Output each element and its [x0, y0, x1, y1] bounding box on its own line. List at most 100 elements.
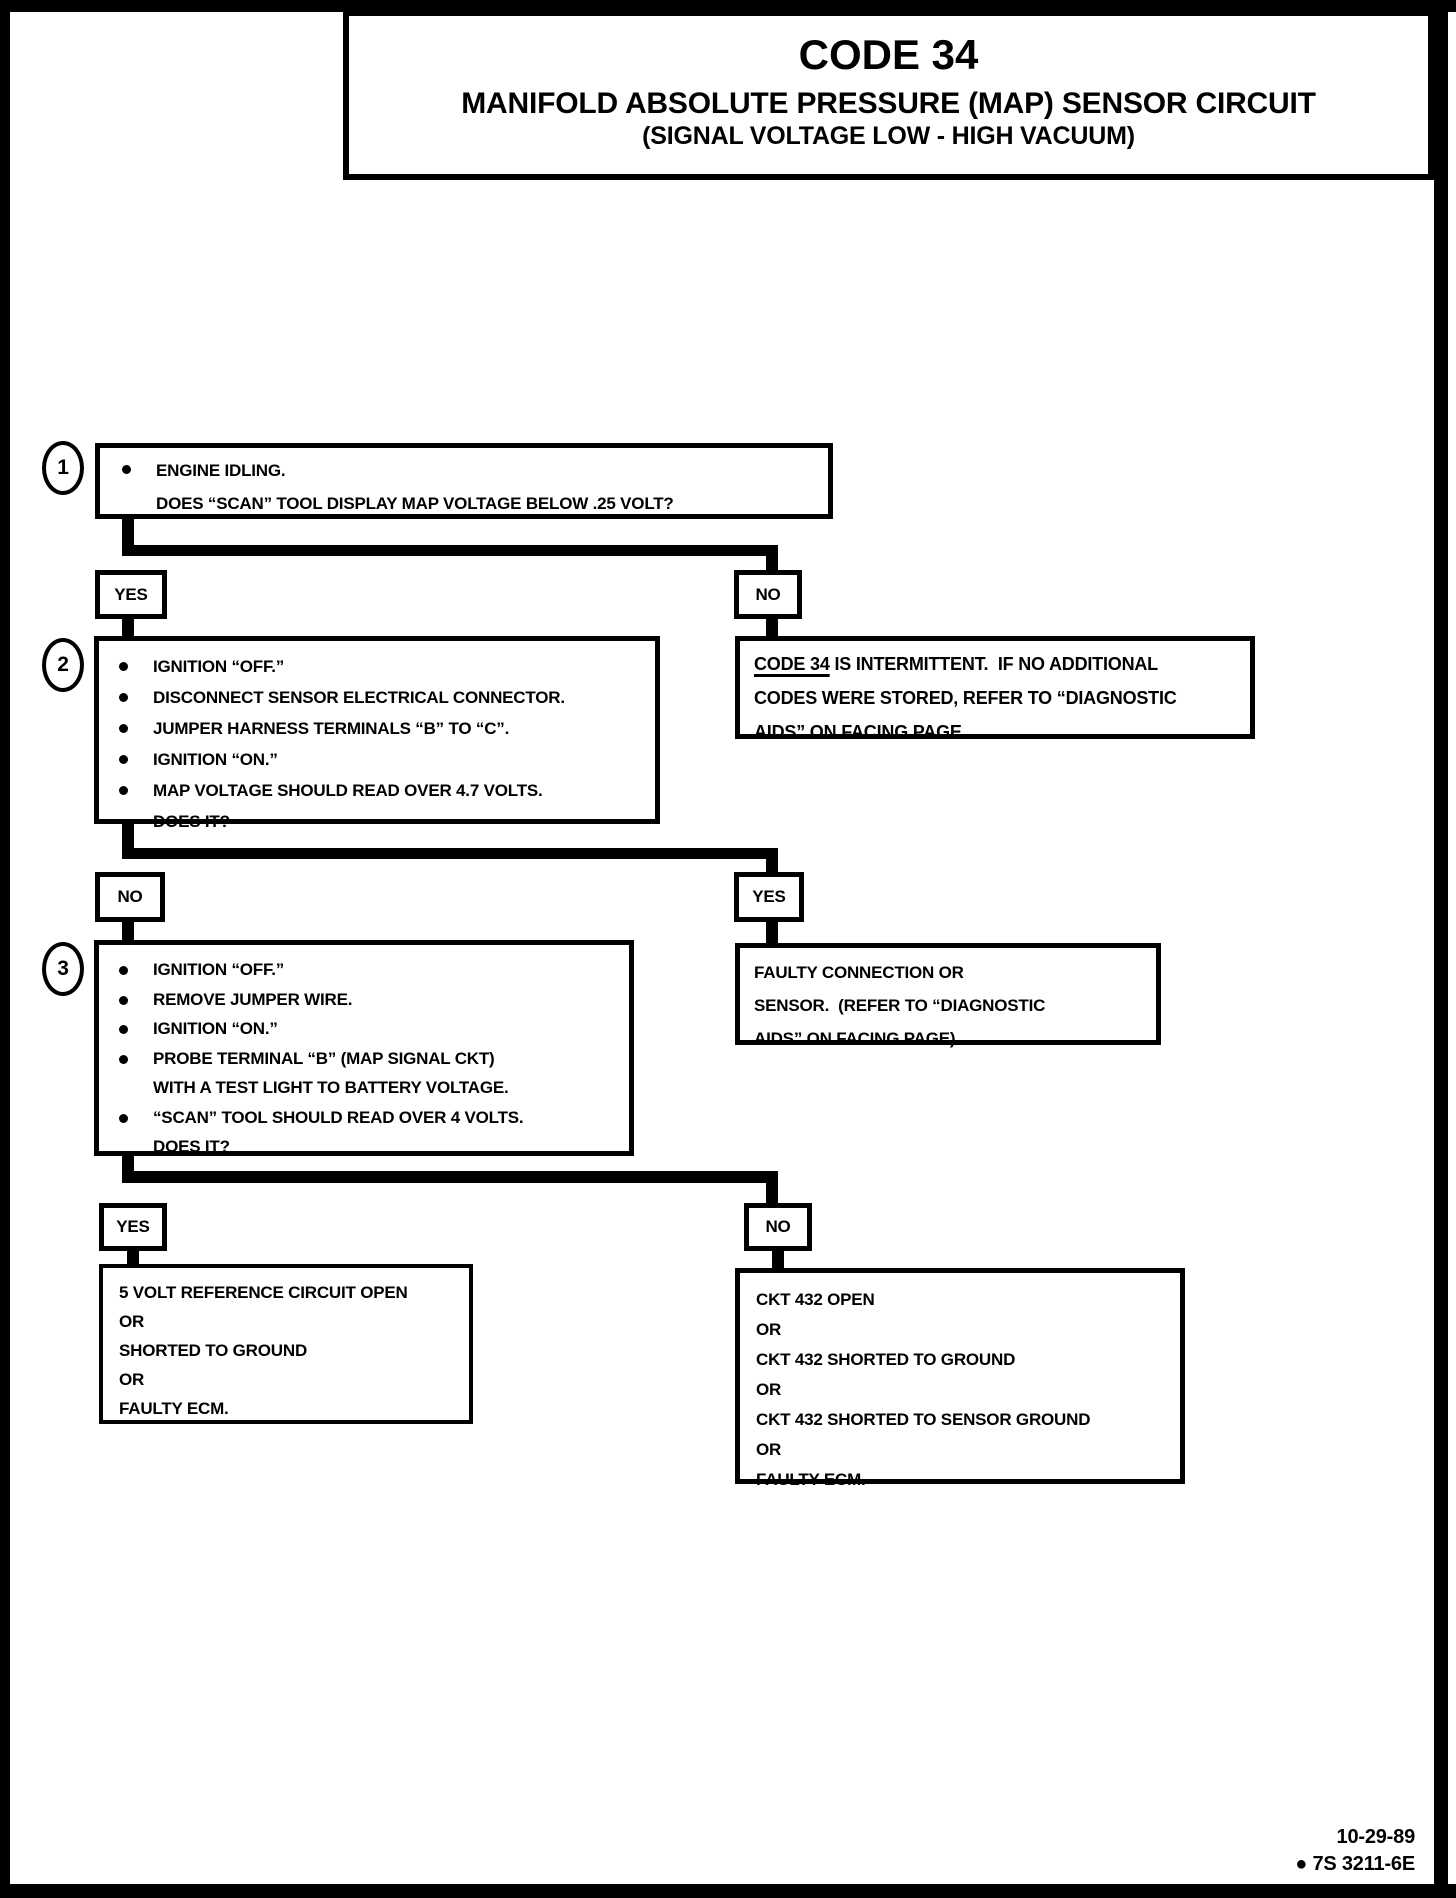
connector-step2-drop	[122, 822, 134, 850]
branch2-no-text: NO	[117, 887, 143, 906]
intermittent-line-text: IS INTERMITTENT. IF NO ADDITIONAL	[829, 654, 1158, 674]
step3-line: IGNITION “ON.”	[117, 1014, 629, 1044]
step1-line-text: ENGINE IDLING.	[156, 461, 286, 480]
intermittent-line-text: AIDS” ON FACING PAGE.	[754, 722, 967, 742]
page-subtitle-2: (SIGNAL VOLTAGE LOW - HIGH VACUUM)	[642, 122, 1135, 150]
branch1-no-text: NO	[755, 584, 781, 604]
branch2-no-label: NO	[95, 872, 165, 922]
footer-ref: 7S 3211-6E	[1312, 1853, 1415, 1875]
step3-line-text: DOES IT?	[153, 1137, 230, 1156]
step2-line: MAP VOLTAGE SHOULD READ OVER 4.7 VOLTS.	[117, 775, 655, 806]
result-line-text: FAULTY ECM.	[119, 1399, 229, 1418]
result-line-text: OR	[756, 1440, 782, 1459]
result-line-text: CKT 432 SHORTED TO GROUND	[756, 1350, 1016, 1369]
step3-line: “SCAN” TOOL SHOULD READ OVER 4 VOLTS.	[117, 1103, 629, 1133]
step2-line: JUMPER HARNESS TERMINALS “B” TO “C”.	[117, 713, 655, 744]
page-subtitle: MANIFOLD ABSOLUTE PRESSURE (MAP) SENSOR …	[461, 87, 1316, 120]
branch3-yes-label: YES	[99, 1203, 167, 1251]
bullet-icon	[119, 995, 128, 1005]
intermittent-line-text: CODES WERE STORED, REFER TO “DIAGNOSTIC	[754, 688, 1177, 708]
step3-line: WITH A TEST LIGHT TO BATTERY VOLTAGE.	[117, 1073, 629, 1103]
connector-step3-drop	[122, 1154, 134, 1173]
step3-line-text: IGNITION “OFF.”	[153, 960, 285, 979]
connector-branch2-right-drop	[766, 859, 778, 872]
intermittent-box: CODE 34 IS INTERMITTENT. IF NO ADDITIONA…	[735, 636, 1255, 742]
branch3-yes-text: YES	[116, 1217, 150, 1236]
step1-line-text: DOES “SCAN” TOOL DISPLAY MAP VOLTAGE BEL…	[156, 494, 674, 513]
page-border-top	[0, 0, 1456, 12]
connector-branch3-bar	[122, 1171, 778, 1183]
result-line-text: OR	[756, 1380, 782, 1399]
page-border-right	[1434, 0, 1448, 1898]
branch1-yes-label: YES	[95, 570, 167, 619]
step3-line-text: IGNITION “ON.”	[153, 1019, 278, 1038]
step3-line-text: WITH A TEST LIGHT TO BATTERY VOLTAGE.	[153, 1078, 509, 1097]
connector-no2-drop	[122, 922, 134, 940]
step2-number: 2	[57, 653, 69, 676]
result-line-text: CKT 432 OPEN	[756, 1290, 875, 1309]
step2-line-text: MAP VOLTAGE SHOULD READ OVER 4.7 VOLTS.	[153, 781, 543, 800]
step3-line-text: REMOVE JUMPER WIRE.	[153, 989, 353, 1009]
step1-circle: 1	[42, 441, 84, 495]
bullet-icon	[119, 662, 128, 671]
step1-number: 1	[57, 456, 69, 479]
bullet-icon	[119, 693, 128, 702]
connector-step1-drop	[122, 517, 134, 547]
faulty-connection-box: FAULTY CONNECTION OR SENSOR. (REFER TO “…	[735, 943, 1161, 1048]
connector-yes2-drop	[766, 922, 778, 943]
result-line-text: OR	[119, 1370, 145, 1389]
result-line-text: OR	[756, 1320, 782, 1339]
bullet-icon	[119, 724, 128, 733]
bullet-icon	[119, 1025, 128, 1034]
footer-ref-line: ● 7S 3211-6E	[1205, 1851, 1415, 1878]
step2-line: DOES IT?	[117, 806, 655, 837]
result-line-text: FAULTY ECM.	[756, 1470, 866, 1489]
branch1-no-label: NO	[734, 570, 802, 619]
result-line-text: SHORTED TO GROUND	[119, 1341, 308, 1360]
step2-line-text: JUMPER HARNESS TERMINALS “B” TO “C”.	[153, 719, 510, 738]
step2-line-text: DOES IT?	[153, 812, 230, 831]
step3-line-text: PROBE TERMINAL “B” (MAP SIGNAL CKT)	[153, 1048, 495, 1068]
step1-box: ENGINE IDLING. DOES “SCAN” TOOL DISPLAY …	[95, 443, 833, 519]
bullet-icon	[119, 755, 128, 764]
step1-line: ENGINE IDLING.	[120, 454, 828, 487]
branch3-no-text: NO	[765, 1217, 791, 1236]
bullet-icon	[122, 465, 131, 474]
step2-line-text: DISCONNECT SENSOR ELECTRICAL CONNECTOR.	[153, 688, 565, 707]
connector-yes1-drop	[122, 619, 134, 636]
step3-line: IGNITION “OFF.”	[117, 955, 629, 985]
step3-line: DOES IT?	[117, 1132, 629, 1162]
step2-line: IGNITION “ON.”	[117, 744, 655, 775]
intermittent-code-ref: CODE 34	[754, 654, 830, 674]
intermittent-line: CODE 34 IS INTERMITTENT. IF NO ADDITIONA…	[754, 647, 1250, 681]
page-title: CODE 34	[798, 31, 979, 78]
result-line-text: CKT 432 SHORTED TO SENSOR GROUND	[756, 1410, 1091, 1429]
connector-branch1-bar	[122, 545, 778, 556]
bullet-icon	[119, 1054, 128, 1064]
connector-yes3-drop	[127, 1251, 139, 1266]
branch3-no-label: NO	[744, 1203, 812, 1251]
connector-branch2-bar	[122, 848, 778, 859]
footer: 10-29-89 ● 7S 3211-6E	[1205, 1824, 1415, 1878]
title-box: CODE 34 MANIFOLD ABSOLUTE PRESSURE (MAP)…	[343, 10, 1434, 180]
step2-line-text: IGNITION “OFF.”	[153, 657, 285, 676]
branch1-yes-text: YES	[114, 584, 148, 604]
connector-branch3-right-drop	[766, 1183, 778, 1203]
connector-branch1-right-drop	[766, 556, 778, 572]
bullet-icon	[119, 786, 128, 795]
connector-no1-drop	[766, 619, 778, 636]
faulty-line-text: SENSOR. (REFER TO “DIAGNOSTIC	[754, 996, 1046, 1015]
step3-line-text: “SCAN” TOOL SHOULD READ OVER 4 VOLTS.	[153, 1107, 524, 1127]
branch2-yes-text: YES	[752, 887, 786, 906]
step3-line: PROBE TERMINAL “B” (MAP SIGNAL CKT)	[117, 1044, 629, 1074]
footer-bullet-icon: ●	[1295, 1853, 1308, 1875]
result-right-box: CKT 432 OPEN OR CKT 432 SHORTED TO GROUN…	[735, 1268, 1185, 1489]
step3-circle: 3	[42, 942, 84, 996]
step2-line: IGNITION “OFF.”	[117, 651, 655, 682]
faulty-line-text: AIDS” ON FACING PAGE).	[754, 1029, 960, 1048]
footer-date: 10-29-89	[1336, 1826, 1416, 1848]
bullet-icon	[119, 1113, 128, 1123]
result-line-text: OR	[119, 1312, 145, 1331]
step3-box: IGNITION “OFF.” REMOVE JUMPER WIRE. IGNI…	[94, 940, 634, 1156]
